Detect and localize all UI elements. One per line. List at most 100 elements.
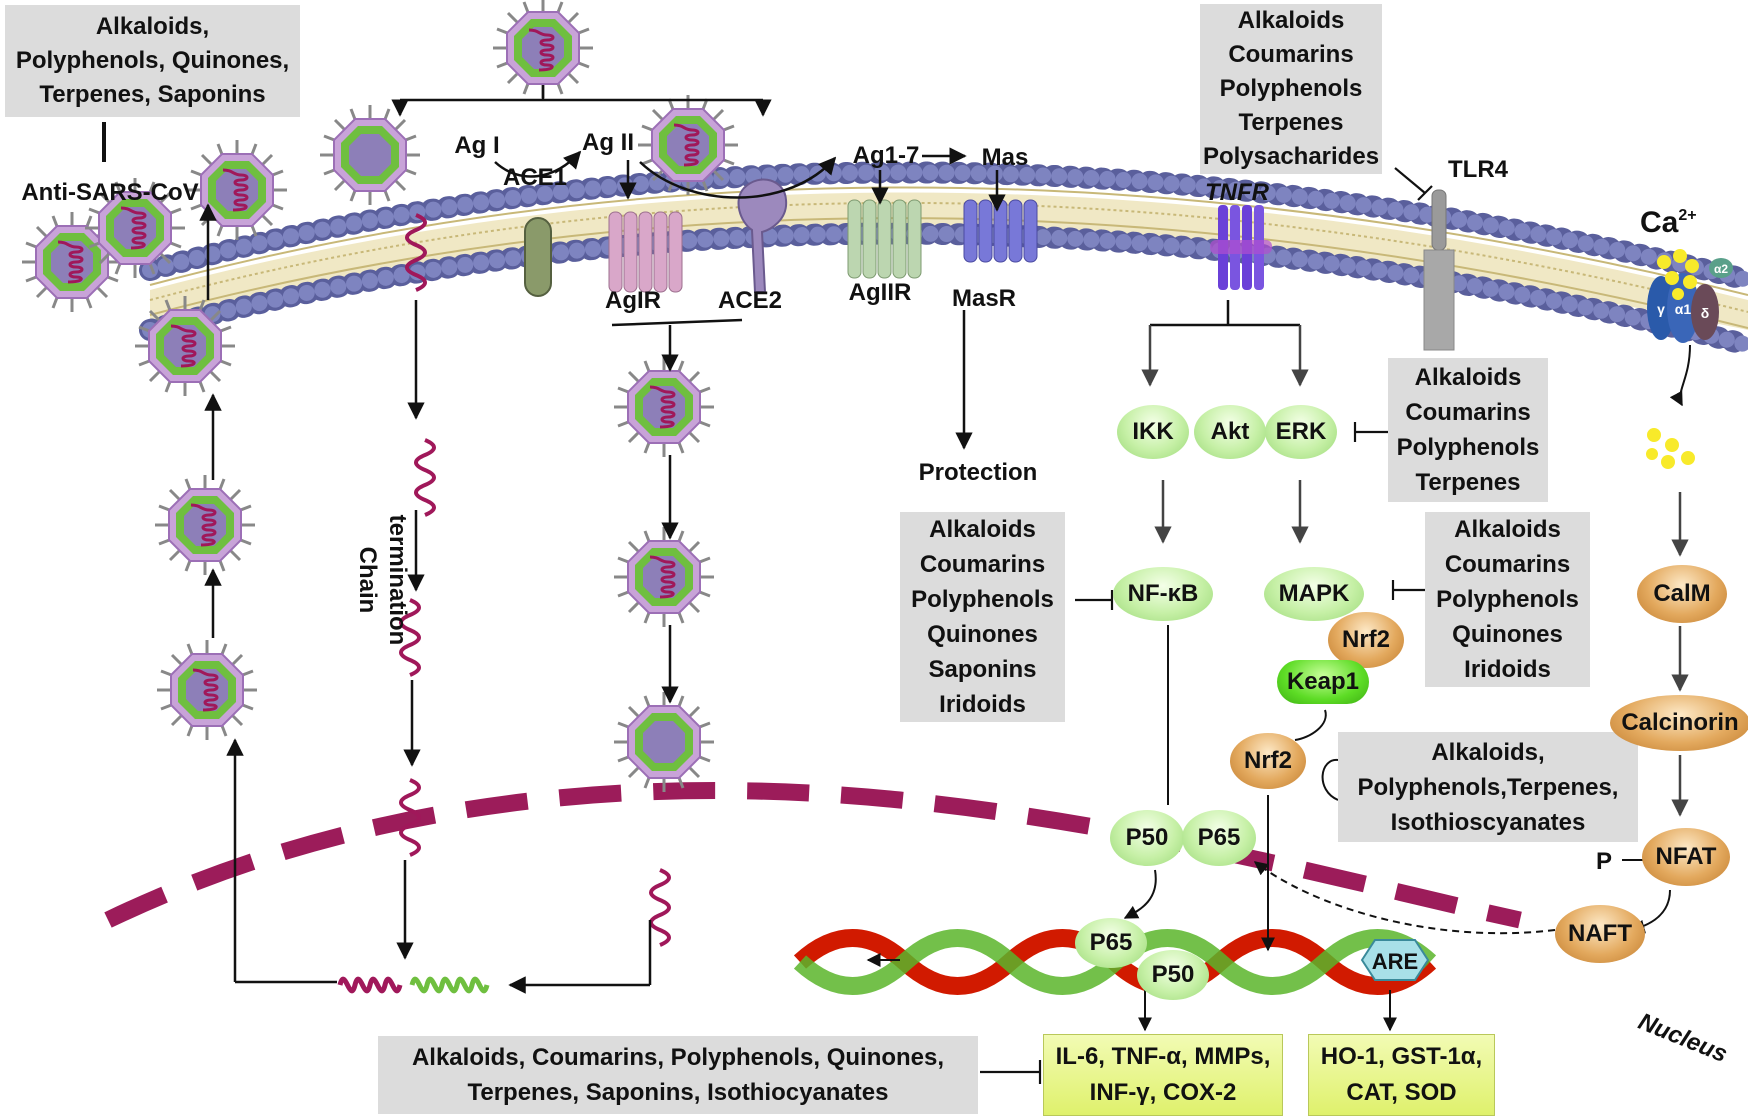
keap1-node: Keap1 bbox=[1277, 660, 1369, 704]
nfat-node: NFAT bbox=[1642, 828, 1730, 886]
p65-node: P65 bbox=[1182, 810, 1256, 866]
nucleus-envelope bbox=[104, 782, 1522, 929]
inhibitor-text: Isothioscyanates bbox=[1390, 808, 1586, 836]
ag17-label: Ag1-7 bbox=[853, 142, 920, 169]
agir-receptor-icon bbox=[608, 211, 683, 293]
inhibitor-text: Terpenes, Saponins, Isothiocyanates bbox=[467, 1079, 889, 1106]
output-text: INF-γ, COX-2 bbox=[1089, 1079, 1237, 1106]
are-element-icon bbox=[1360, 939, 1430, 981]
mapk-node: MAPK bbox=[1264, 567, 1364, 621]
virus-entry-right-icon bbox=[636, 93, 740, 197]
inhibitor-text: Coumarins bbox=[919, 551, 1046, 578]
inhibitor-text: Coumarins bbox=[1444, 551, 1571, 578]
nfkb-node: NF-κB bbox=[1113, 567, 1213, 621]
inhibitor-text: Polyphenols bbox=[1436, 586, 1579, 613]
nrf2-bound-node: Nrf2 bbox=[1328, 612, 1404, 668]
ace1-receptor-icon bbox=[524, 217, 552, 297]
tlr4-receptor-icon bbox=[1423, 189, 1455, 351]
rna-replicating-icon bbox=[337, 976, 403, 994]
inhibitor-text: Iridoids bbox=[1464, 656, 1551, 683]
mas-label: Mas bbox=[982, 144, 1029, 171]
inhibitor-text: Quinones bbox=[1452, 621, 1563, 648]
are-label: ARE bbox=[1372, 949, 1418, 974]
tnfr-receptor-icon bbox=[1210, 205, 1272, 290]
tnfr-label: TNFR bbox=[1205, 179, 1270, 206]
inhibitor-box-erk: Alkaloids Coumarins Polyphenols Terpenes bbox=[1388, 358, 1548, 502]
inhibitor-text: Coumarins bbox=[1405, 399, 1531, 426]
inhibitor-text: Saponins bbox=[928, 656, 1037, 683]
erk-node: ERK bbox=[1265, 405, 1337, 459]
p65-dna-node: P65 bbox=[1075, 918, 1147, 968]
output-text: CAT, SOD bbox=[1346, 1079, 1457, 1106]
chain-termination-label-1: Chain bbox=[354, 547, 381, 614]
calcium-ions-icon bbox=[1646, 249, 1699, 469]
inhibitor-box-top-center: Alkaloids Coumarins Polyphenols Terpenes… bbox=[1200, 4, 1382, 174]
nucleus-label: Nucleus bbox=[1634, 1008, 1731, 1068]
inhibitor-text: Polyphenols, Quinones, bbox=[15, 47, 290, 74]
ikk-node: IKK bbox=[1117, 405, 1189, 459]
inhibitor-text: Alkaloids, bbox=[95, 13, 210, 40]
inhibitor-text: Terpenes, Saponins bbox=[39, 81, 266, 108]
channel-alpha1-label: α1 bbox=[1675, 301, 1692, 317]
output-box-antioxidants: HO-1, GST-1α, CAT, SOD bbox=[1308, 1034, 1495, 1116]
ace2-receptor-icon bbox=[737, 178, 788, 293]
ag1-label: Ag I bbox=[454, 132, 499, 159]
inhibitor-text: Iridoids bbox=[939, 691, 1026, 718]
inhibitor-text: Terpenes bbox=[1238, 109, 1344, 136]
channel-delta-label: δ bbox=[1701, 305, 1710, 321]
virus-entry-left-icon bbox=[318, 103, 422, 207]
channel-alpha2-label: α2 bbox=[1714, 262, 1728, 276]
rna-strand-5-icon bbox=[649, 868, 671, 947]
inhibitor-text: Polyphenols bbox=[1396, 434, 1540, 461]
inhibitor-text: Alkaloids bbox=[929, 516, 1036, 543]
cell-membrane bbox=[139, 161, 1748, 356]
nrf2-free-node: Nrf2 bbox=[1230, 733, 1306, 789]
p50-node: P50 bbox=[1110, 810, 1184, 866]
agiir-label: AgIIR bbox=[849, 279, 912, 306]
calcium-label: Ca2+ bbox=[1640, 206, 1697, 239]
chain-termination-label-2: termination bbox=[384, 515, 411, 646]
inhibitor-box-mapk: Alkaloids Coumarins Polyphenols Quinones… bbox=[1425, 512, 1590, 687]
virus-endocytosis-1-icon bbox=[612, 355, 716, 459]
inhibitor-text: Quinones bbox=[927, 621, 1038, 648]
inhibitor-box-bottom: Alkaloids, Coumarins, Polyphenols, Quino… bbox=[378, 1036, 978, 1114]
tlr4-label: TLR4 bbox=[1448, 156, 1509, 183]
inhibitor-text: Terpenes bbox=[1415, 469, 1521, 496]
phosphate-label: P bbox=[1596, 848, 1612, 875]
akt-node: Akt bbox=[1194, 405, 1266, 459]
inhibitor-text: Alkaloids, Coumarins, Polyphenols, Quino… bbox=[411, 1044, 945, 1071]
inhibitor-text: Polyphenols bbox=[911, 586, 1054, 613]
virus-assembly-2-icon bbox=[155, 638, 259, 742]
inhibitor-text: Alkaloids bbox=[1237, 7, 1345, 34]
inhibitor-text: Polyphenols,Terpenes, bbox=[1357, 773, 1619, 801]
output-text: IL-6, TNF-α, MMPs, bbox=[1055, 1043, 1271, 1070]
masr-label: MasR bbox=[952, 285, 1016, 312]
virus-assembly-1-icon bbox=[153, 473, 257, 577]
inhibitor-text: Alkaloids bbox=[1414, 364, 1522, 391]
inhibitor-text: Polyphenols bbox=[1219, 75, 1363, 102]
rna-new-icon bbox=[409, 976, 490, 994]
ace1-label: ACE1 bbox=[503, 164, 567, 191]
output-box-cytokines: IL-6, TNF-α, MMPs, INF-γ, COX-2 bbox=[1043, 1034, 1283, 1116]
ag2-label: Ag II bbox=[582, 129, 634, 156]
inhibitor-text: Polysacharides bbox=[1202, 143, 1380, 170]
virus-endocytosis-2-icon bbox=[612, 525, 716, 629]
calcinorin-node: Calcinorin bbox=[1610, 695, 1748, 751]
ace2-label: ACE2 bbox=[718, 287, 782, 314]
inhibitor-box-nfkb: Alkaloids Coumarins Polyphenols Quinones… bbox=[900, 512, 1065, 722]
calm-node: CalM bbox=[1637, 565, 1727, 623]
channel-gamma-label: γ bbox=[1657, 301, 1665, 317]
rna-strand-2-icon bbox=[414, 438, 436, 517]
inhibitor-text: Alkaloids, bbox=[1431, 738, 1545, 766]
inhibitor-text: Alkaloids bbox=[1454, 516, 1561, 543]
virus-release-3-icon bbox=[185, 138, 289, 242]
masr-receptor-icon bbox=[963, 199, 1038, 263]
p50-dna-node: P50 bbox=[1137, 950, 1209, 1000]
virus-budding-icon bbox=[133, 294, 237, 398]
inhibitor-box-nrf2: Alkaloids, Polyphenols,Terpenes, Isothio… bbox=[1338, 732, 1638, 842]
virus-endocytosis-3-icon bbox=[612, 690, 716, 794]
agiir-receptor-icon bbox=[847, 199, 922, 279]
inhibitor-box-top-left: Alkaloids, Polyphenols, Quinones, Terpen… bbox=[5, 5, 300, 117]
